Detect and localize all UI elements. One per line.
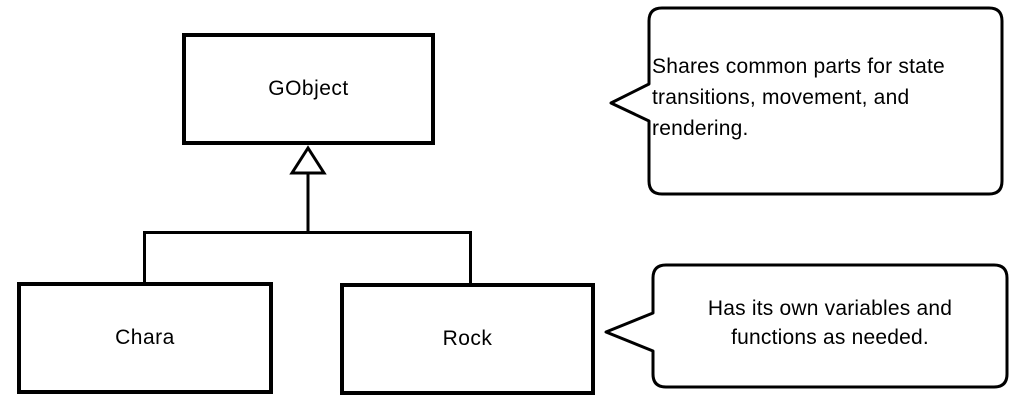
class-label-chara: Chara — [115, 326, 175, 349]
callout-bubble-rock — [604, 263, 1009, 389]
class-box-rock: Rock — [340, 283, 595, 395]
callout-line: Shares common parts for state — [652, 55, 945, 78]
callout-text-gobject: Shares common parts for state transition… — [652, 51, 998, 144]
class-label-gobject: GObject — [268, 77, 349, 100]
class-label-rock: Rock — [442, 327, 493, 350]
callout-line: functions as needed. — [731, 326, 929, 349]
callout-line: rendering. — [652, 117, 749, 140]
callout-line: transitions, movement, and — [652, 86, 910, 109]
callout-bubble-gobject — [609, 6, 1004, 196]
callout-line: Has its own variables and — [707, 297, 953, 320]
class-box-chara: Chara — [17, 282, 273, 394]
inheritance-triangle-icon — [289, 145, 327, 175]
callout-text-rock: Has its own variables and functions as n… — [658, 294, 1002, 352]
class-box-gobject: GObject — [182, 33, 435, 145]
